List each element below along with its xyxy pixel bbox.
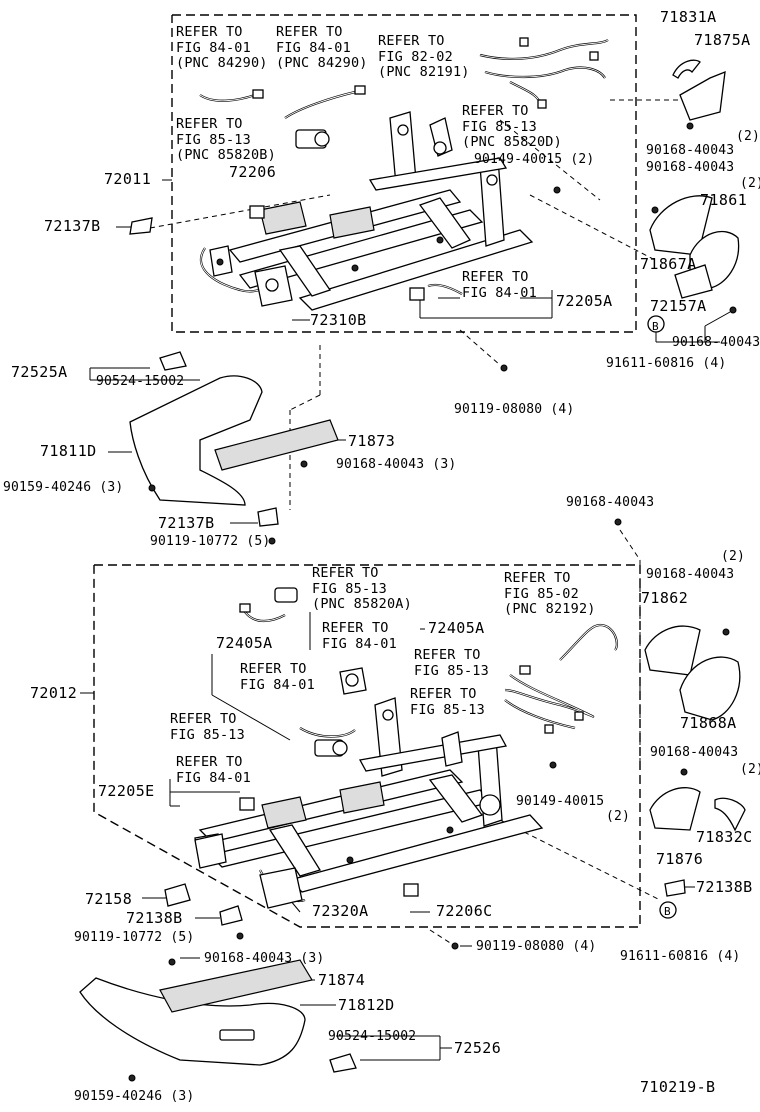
- reference-fig85-02: REFER TO FIG 85-02 (PNC 82192): [504, 570, 596, 617]
- part-72310B: 72310B: [310, 311, 367, 329]
- part-91611-60816-a: 91611-60816 (4): [606, 356, 727, 371]
- lower-harness: [259, 623, 618, 909]
- lower-motors: [194, 587, 463, 897]
- reference-fig85-13-b: REFER TO FIG 85-13 (PNC 85820B): [176, 116, 276, 163]
- part-71876: 71876: [656, 850, 704, 868]
- part-90149-40015-b: 90149-40015: [516, 794, 605, 809]
- part-72137B-b: 72137B: [158, 514, 215, 532]
- part-72138B-a: 72138B: [696, 878, 753, 896]
- part-72137B-a: 72137B: [44, 217, 101, 235]
- upper-wires: [129, 37, 609, 372]
- part-90524-15002-a: 90524-15002: [96, 374, 185, 389]
- part-71874: 71874: [318, 971, 366, 989]
- reference-fig85-13-g: REFER TO FIG 85-13: [170, 711, 245, 743]
- lower-side-cover: [79, 518, 622, 1082]
- part-90159-40246-b: 90159-40246 (3): [74, 1089, 195, 1104]
- part-91611-60816-b: 91611-60816 (4): [620, 949, 741, 964]
- upper-right-covers: [649, 59, 740, 327]
- part-71867A: 71867A: [640, 255, 697, 273]
- figure-id: 710219-B: [640, 1078, 716, 1096]
- qty-2-c: (2): [721, 549, 746, 564]
- callout-circles: [647, 315, 677, 919]
- reference-fig85-13-f: REFER TO FIG 85-13: [410, 686, 485, 718]
- part-71812D: 71812D: [338, 996, 395, 1014]
- part-90149-40015-a: 90149-40015 (2): [474, 152, 595, 167]
- part-72320A: 72320A: [312, 902, 369, 920]
- upper-seat-track-frame: [209, 111, 534, 311]
- part-90168-40043-c: 90168-40043: [672, 335, 760, 350]
- upper-side-cover: [129, 351, 339, 545]
- reference-fig84-01-b: REFER TO FIG 84-01 (PNC 84290): [276, 24, 368, 71]
- lower-right-covers: [644, 625, 746, 897]
- part-71832C: 71832C: [696, 828, 753, 846]
- part-71861: 71861: [700, 191, 748, 209]
- lower-frame-box: [93, 564, 641, 928]
- reference-fig85-13-a: REFER TO FIG 85-13 (PNC 85820A): [312, 565, 412, 612]
- part-90168-40043-b: 90168-40043: [646, 160, 735, 175]
- reference-fig85-13-d: REFER TO FIG 85-13 (PNC 85820D): [462, 103, 562, 150]
- qty-2-b: (2): [740, 176, 760, 191]
- part-72206C: 72206C: [436, 902, 493, 920]
- leader-lines-lower: [80, 612, 695, 1061]
- part-90524-15002-b: 90524-15002: [328, 1029, 417, 1044]
- reference-fig84-01-c: REFER TO FIG 84-01: [462, 269, 537, 301]
- part-90168-40043-e: 90168-40043: [566, 495, 655, 510]
- leader-lines-upper: [89, 99, 720, 770]
- part-90119-10772-b: 90119-10772 (5): [74, 930, 195, 945]
- part-72011: 72011: [104, 170, 152, 188]
- part-90119-08080-b: 90119-08080 (4): [476, 939, 597, 954]
- part-72205E: 72205E: [98, 782, 155, 800]
- part-72405A-b: 72405A: [216, 634, 273, 652]
- part-90119-08080-a: 90119-08080 (4): [454, 402, 575, 417]
- part-90168-40043-g: 90168-40043: [650, 745, 739, 760]
- part-71811D: 71811D: [40, 442, 97, 460]
- reference-fig84-01-e: REFER TO FIG 84-01: [240, 661, 315, 693]
- part-72526: 72526: [454, 1039, 502, 1057]
- part-72405A-a: 72405A: [428, 619, 485, 637]
- callout-b-upper: B: [652, 320, 659, 333]
- reference-fig82-02: REFER TO FIG 82-02 (PNC 82191): [378, 33, 470, 80]
- upper-frame-box: [171, 14, 637, 333]
- callout-b-lower: B: [664, 905, 671, 918]
- part-90168-40043-h: 90168-40043 (3): [204, 951, 325, 966]
- part-71873: 71873: [348, 432, 396, 450]
- part-72158: 72158: [85, 890, 133, 908]
- part-72012: 72012: [30, 684, 78, 702]
- part-72205A: 72205A: [556, 292, 613, 310]
- part-90168-40043-f: 90168-40043: [646, 567, 735, 582]
- lower-seat-track-frame: [194, 697, 544, 893]
- qty-2-e: (2): [606, 809, 631, 824]
- reference-fig84-01-f: REFER TO FIG 84-01: [176, 754, 251, 786]
- qty-2-a: (2): [736, 129, 760, 144]
- part-71862: 71862: [641, 589, 689, 607]
- qty-2-d: (2): [740, 762, 760, 777]
- part-71831A: 71831A: [660, 8, 717, 26]
- part-72138B-b: 72138B: [126, 909, 183, 927]
- part-72206: 72206: [229, 163, 277, 181]
- reference-fig84-01-a: REFER TO FIG 84-01 (PNC 84290): [176, 24, 268, 71]
- reference-fig84-01-d: REFER TO FIG 84-01: [322, 620, 397, 652]
- part-72525A: 72525A: [11, 363, 68, 381]
- upper-motor-harness: [199, 247, 293, 307]
- part-90119-10772-a: 90119-10772 (5): [150, 534, 271, 549]
- part-72157A: 72157A: [650, 297, 707, 315]
- part-90168-40043-a: 90168-40043: [646, 143, 735, 158]
- part-71875A: 71875A: [694, 31, 751, 49]
- reference-fig85-13-e: REFER TO FIG 85-13: [414, 647, 489, 679]
- part-71868A: 71868A: [680, 714, 737, 732]
- part-90159-40246-a: 90159-40246 (3): [3, 480, 124, 495]
- part-90168-40043-d: 90168-40043 (3): [336, 457, 457, 472]
